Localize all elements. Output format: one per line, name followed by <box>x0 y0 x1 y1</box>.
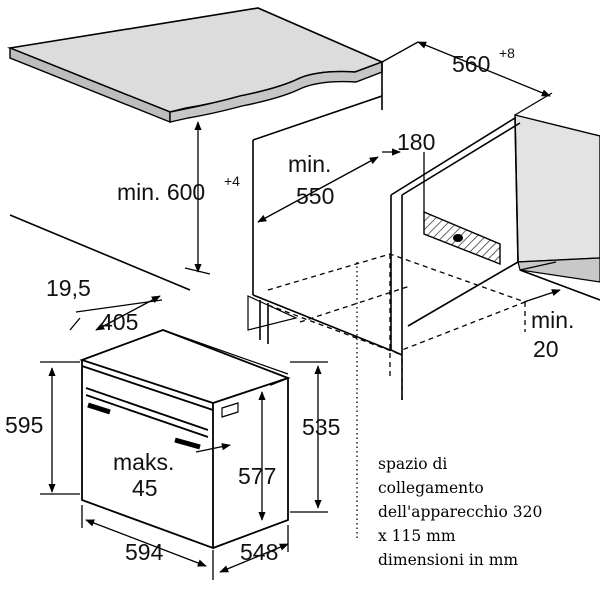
note-line: x 115 mm <box>378 527 456 545</box>
note-line: spazio di <box>378 455 448 473</box>
top-depth-label: 405 <box>100 309 138 335</box>
niche-cabinet <box>9 62 600 400</box>
oven <box>79 329 291 550</box>
front-panel-label: 19,5 <box>46 275 91 301</box>
worktop <box>7 7 385 124</box>
oven-depth-label: 548 <box>240 539 278 565</box>
niche-depth-line2: 550 <box>296 183 334 209</box>
cutout-depth-label: 180 <box>397 129 435 155</box>
dimension-lines <box>40 41 561 580</box>
handle-gap-line2: 45 <box>132 475 158 501</box>
side-gap-line1: min. <box>531 307 574 333</box>
connection-area <box>423 210 501 266</box>
right-cabinet <box>514 114 600 283</box>
niche-depth-line1: min. <box>288 151 331 177</box>
oven-height-label: 595 <box>5 412 43 438</box>
note-line: dimensioni in mm <box>378 551 519 569</box>
connection-note: spazio di collegamento dell'apparecchio … <box>378 452 593 572</box>
note-line: collegamento <box>378 479 484 497</box>
side-gap-line2: 20 <box>533 336 559 362</box>
inner-height-label: 577 <box>238 463 276 489</box>
handle-gap-line1: maks. <box>113 449 174 475</box>
hidden-lines <box>267 253 527 400</box>
niche-width-tolerance: +8 <box>499 45 515 61</box>
niche-height-tolerance: +4 <box>224 173 240 189</box>
oven-width-label: 594 <box>125 539 164 565</box>
oven-body-height-label: 535 <box>302 414 340 440</box>
note-line: dell'apparecchio 320 <box>378 503 543 521</box>
niche-height-label: min. 600 <box>117 179 205 205</box>
niche-width-label: 560 <box>452 51 490 77</box>
